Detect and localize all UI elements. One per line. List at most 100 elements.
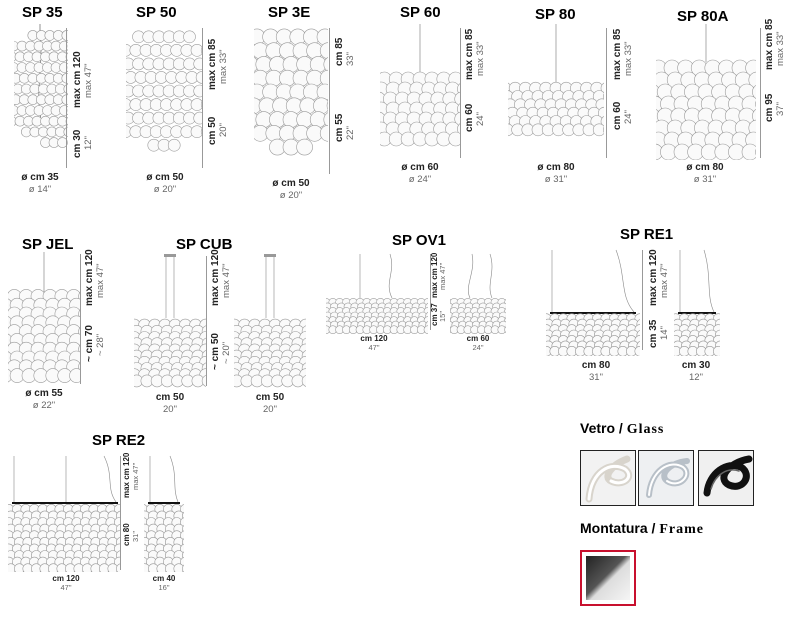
lamp-drawing-sp60: [380, 24, 460, 147]
height-max-in-spre1: max 47": [659, 263, 670, 298]
glass-bead: [603, 126, 604, 134]
height-max-in-sp60: max 33": [475, 41, 486, 76]
glass-bead: [741, 143, 756, 160]
height-sp35: cm 30: [72, 129, 83, 158]
height-max-spre2: max cm 120: [122, 452, 131, 498]
glass-title-it: Vetro /: [580, 420, 627, 436]
depth-in-spre2: 16": [158, 583, 170, 592]
glass-bead: [634, 346, 640, 356]
model-title-spre2: SP RE2: [92, 432, 146, 449]
glass-bead: [183, 30, 196, 44]
height-in-sp80a: 37": [775, 102, 786, 116]
glass-swatch-black[interactable]: [698, 450, 754, 506]
crystal-glass-icon: [646, 458, 690, 498]
height-max-spcub: max cm 120: [210, 249, 221, 306]
height-in-sp80: 24": [623, 110, 634, 124]
height-in-spre1: 14": [659, 326, 670, 340]
glass-swatch-white[interactable]: [580, 450, 636, 506]
height-in-sp3e: 22": [345, 126, 356, 140]
frame-title-en: Frame: [659, 522, 704, 537]
glass-bead: [182, 564, 184, 572]
glass-bead: [167, 138, 181, 152]
glass-bead: [592, 123, 604, 137]
height-sp80a: cm 95: [764, 93, 775, 122]
frame-swatch-chrome[interactable]: [580, 550, 636, 606]
model-title-sp50: SP 50: [136, 4, 177, 21]
height-max-in-spre2: max 47": [131, 462, 140, 490]
glass-bead: [319, 125, 328, 142]
height-max-in-spcub: max 47": [221, 263, 232, 298]
lamp-drawing-spov1-side: [450, 253, 506, 334]
glass-bead: [61, 30, 68, 41]
glass-bead: [457, 103, 460, 115]
diameter-in-spjel: ø 22": [32, 400, 56, 411]
glass-bead: [313, 97, 328, 115]
height-max-in-sp3e: 33": [345, 52, 356, 66]
glass-bead: [448, 131, 460, 147]
height-max-sp60: max cm 85: [464, 28, 475, 80]
height-in-spre2: 31": [131, 530, 140, 542]
glass-bead: [457, 123, 460, 135]
glass-bead: [193, 57, 202, 71]
glass-bead: [457, 83, 460, 95]
glass-bead: [193, 84, 202, 98]
depth-spre2: cm 40: [152, 574, 176, 583]
model-title-sp80: SP 80: [535, 6, 576, 23]
depth-in-spcub: 20": [263, 404, 277, 415]
height-max-in-spov1: max 47": [438, 262, 447, 290]
model-title-sp3e: SP 3E: [268, 4, 311, 21]
glass-bead: [316, 28, 328, 46]
chrome-frame-icon: [586, 556, 630, 600]
glass-bead: [190, 98, 202, 111]
height-in-spcub: ~ 20": [221, 341, 232, 364]
height-max-sp3e: cm 85: [334, 37, 345, 66]
glass-bead: [326, 101, 328, 111]
lamp-drawing-spre2: [8, 455, 120, 572]
lamp-drawing-sp3e: [254, 28, 328, 156]
glass-bead: [319, 42, 328, 59]
height-sp80: cm 60: [612, 101, 623, 130]
diameter-in-sp80: ø 31": [544, 174, 568, 185]
diameter-in-sp50: ø 20": [153, 184, 177, 195]
height-spcub: ~ cm 50: [210, 333, 221, 370]
glass-bead: [323, 112, 328, 127]
white-glass-icon: [585, 455, 633, 503]
height-max-spjel: max cm 120: [84, 249, 95, 306]
model-title-spjel: SP JEL: [22, 236, 74, 253]
lamp-drawing-spcub: [134, 254, 206, 388]
diameter-sp60: ø cm 60: [401, 162, 439, 173]
lamp-drawing-spov1: [326, 253, 428, 334]
glass-bead: [61, 94, 68, 105]
glass-bead: [69, 368, 80, 383]
glass-bead: [200, 101, 202, 109]
height-max-in-sp80a: max 33": [775, 31, 786, 66]
glass-bead: [301, 374, 306, 387]
frame-section-title: Montatura / Frame: [580, 520, 704, 538]
height-in-sp35: 12": [83, 136, 94, 150]
width-spcub: cm 50: [155, 392, 185, 403]
height-spre2: cm 80: [122, 523, 131, 546]
lamp-drawing-spre1-side: [674, 249, 720, 356]
width-in-spov1: 47": [368, 343, 380, 352]
lamp-drawing-sp50: [126, 30, 202, 152]
lamp-drawing-spre2-side: [144, 455, 184, 572]
glass-bead: [59, 40, 68, 52]
height-max-sp80: max cm 85: [612, 28, 623, 80]
glass-swatch-crystal[interactable]: [638, 450, 694, 506]
width-spre2: cm 120: [52, 574, 80, 583]
lamp-drawing-spjel: [8, 252, 80, 383]
diameter-sp35: ø cm 35: [21, 172, 59, 183]
glass-bead: [57, 137, 68, 148]
depth-in-spre1: 12": [689, 372, 703, 383]
glass-bead: [200, 128, 202, 136]
glass-bead: [713, 346, 720, 356]
diameter-in-sp35: ø 14": [28, 184, 52, 195]
width-spov1: cm 120: [360, 334, 388, 343]
height-spre1: cm 35: [648, 319, 659, 348]
height-sp50: cm 50: [207, 116, 218, 145]
depth-spov1: cm 60: [466, 334, 490, 343]
frame-title-it: Montatura /: [580, 520, 660, 536]
width-in-spcub: 20": [163, 404, 177, 415]
diameter-spjel: ø cm 55: [25, 388, 63, 399]
lamp-drawing-sp80a: [656, 24, 756, 160]
